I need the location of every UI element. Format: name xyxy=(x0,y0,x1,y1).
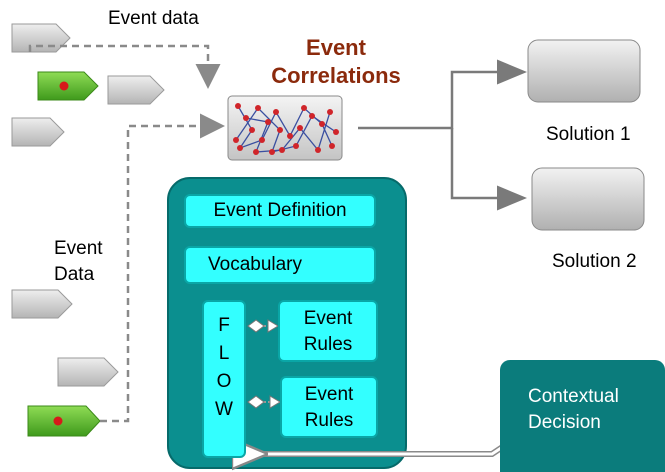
contextual-decision-line2: Decision xyxy=(528,412,601,433)
flow-rules-connector-2 xyxy=(247,395,282,409)
event-tag-gray-1 xyxy=(11,23,71,53)
event-data-label-left-1: Event xyxy=(54,238,103,259)
event-rules-1-line2: Rules xyxy=(303,334,353,355)
flow-letter: L xyxy=(218,343,230,364)
flow-rules-connector xyxy=(247,319,280,333)
solution-1-box xyxy=(527,39,641,103)
event-rules-box-2: Event Rules xyxy=(280,376,378,438)
solution-connector xyxy=(358,59,527,130)
correlation-network-icon xyxy=(227,95,343,161)
flow-letter: W xyxy=(215,399,233,420)
solution-2-label: Solution 2 xyxy=(552,251,637,272)
event-rules-2-line1: Event xyxy=(304,384,354,405)
event-rules-1-line1: Event xyxy=(303,308,353,329)
flow-box: F L O W xyxy=(202,300,246,458)
event-tag-dot xyxy=(53,416,63,426)
event-data-connector-top xyxy=(28,44,221,89)
event-tag-green-1 xyxy=(37,71,99,101)
event-definition-box: Event Definition xyxy=(184,194,376,228)
event-tag-gray-5 xyxy=(57,357,119,387)
event-data-label-left-2: Data xyxy=(54,264,95,285)
solution-2-box xyxy=(531,167,645,231)
contextual-decision-line1: Contextual xyxy=(528,386,619,407)
event-tag-green-2 xyxy=(27,405,101,437)
event-rules-box-1: Event Rules xyxy=(278,300,378,362)
event-tag-gray-4 xyxy=(11,289,73,319)
event-definition-label: Event Definition xyxy=(213,200,347,221)
event-rules-2-line2: Rules xyxy=(304,410,354,431)
event-correlations-title-line2: Correlations xyxy=(271,63,401,88)
solution-1-label: Solution 1 xyxy=(546,124,631,145)
event-correlations-title-line1: Event xyxy=(306,35,366,60)
vocabulary-box: Vocabulary xyxy=(184,246,376,284)
flow-letter: F xyxy=(218,315,230,336)
event-data-label-top: Event data xyxy=(108,8,199,29)
vocabulary-label: Vocabulary xyxy=(208,254,303,275)
event-tag-dot xyxy=(59,81,69,91)
solution-connector-2 xyxy=(450,128,527,211)
contextual-decision-box: Contextual Decision xyxy=(500,360,665,472)
event-tag-gray-2 xyxy=(107,75,165,105)
event-tag-gray-3 xyxy=(11,117,65,147)
event-correlations-title: Event Correlations xyxy=(226,34,446,90)
flow-letter: O xyxy=(216,371,232,392)
event-data-connector-bottom xyxy=(100,113,225,423)
